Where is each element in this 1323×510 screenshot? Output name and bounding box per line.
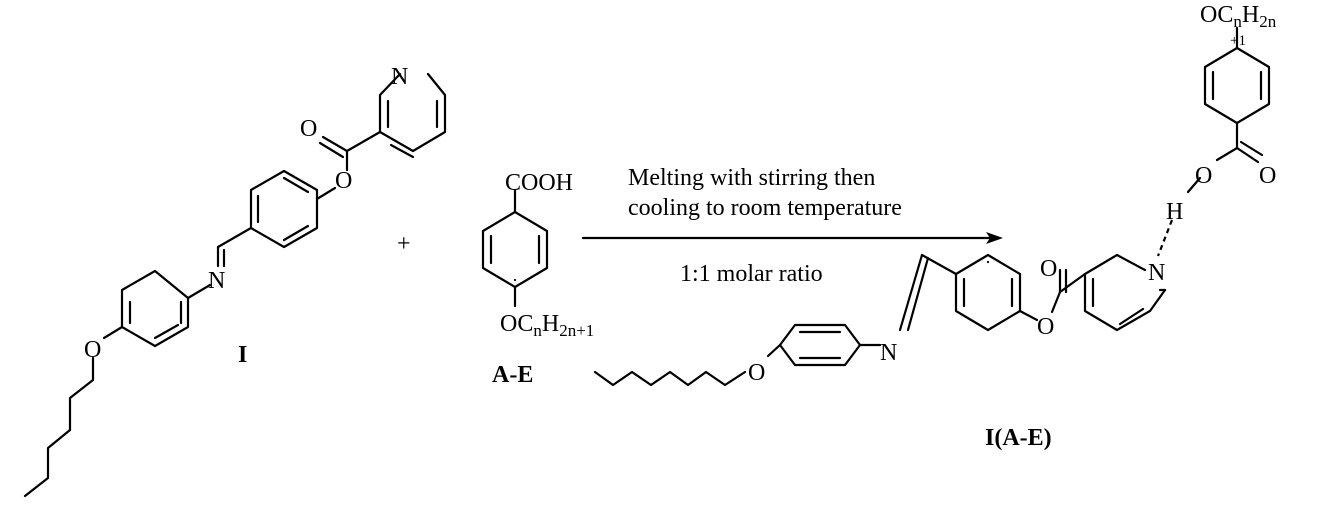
alkoxy-label: OCnH2n+1	[500, 311, 594, 340]
imine-N-label: N	[208, 268, 225, 294]
product-alkoxy-label: OCnH2n	[1200, 2, 1277, 31]
product-alkoxy-plus1: +1	[1230, 33, 1246, 49]
acid-carbonyl-O-label: O	[1259, 163, 1276, 189]
ether-O-label: O	[84, 337, 101, 363]
compound-I-label: I	[238, 342, 247, 368]
product-structure	[593, 26, 1271, 387]
acid-group-label: COOH	[505, 170, 573, 196]
hydroxyl-O-label: O	[1195, 163, 1212, 189]
product-carbonyl-O-label: O	[1040, 256, 1057, 282]
pyridine-N-label: N	[391, 64, 408, 90]
compound-AE-structure	[481, 188, 549, 308]
condition-line-1: Melting with stirring then	[628, 165, 875, 191]
ratio-label: 1:1 molar ratio	[680, 261, 823, 287]
product-imine-N-label: N	[880, 340, 897, 366]
product-pyridine-N-label: N	[1148, 260, 1165, 286]
hydrogen-bond-H-label: H	[1166, 199, 1183, 225]
product-label: I(A-E)	[985, 425, 1052, 451]
arrow-head	[986, 232, 1003, 244]
ester-O-label: O	[335, 168, 352, 194]
compound-AE-label: A-E	[492, 362, 533, 388]
compound-I-structure	[23, 72, 447, 498]
product-ester-O-label: O	[1037, 314, 1054, 340]
carbonyl-O-label: O	[300, 116, 317, 142]
plus-sign: +	[397, 231, 411, 257]
product-ether-O-label: O	[748, 360, 765, 386]
condition-line-2: cooling to room temperature	[628, 195, 902, 221]
